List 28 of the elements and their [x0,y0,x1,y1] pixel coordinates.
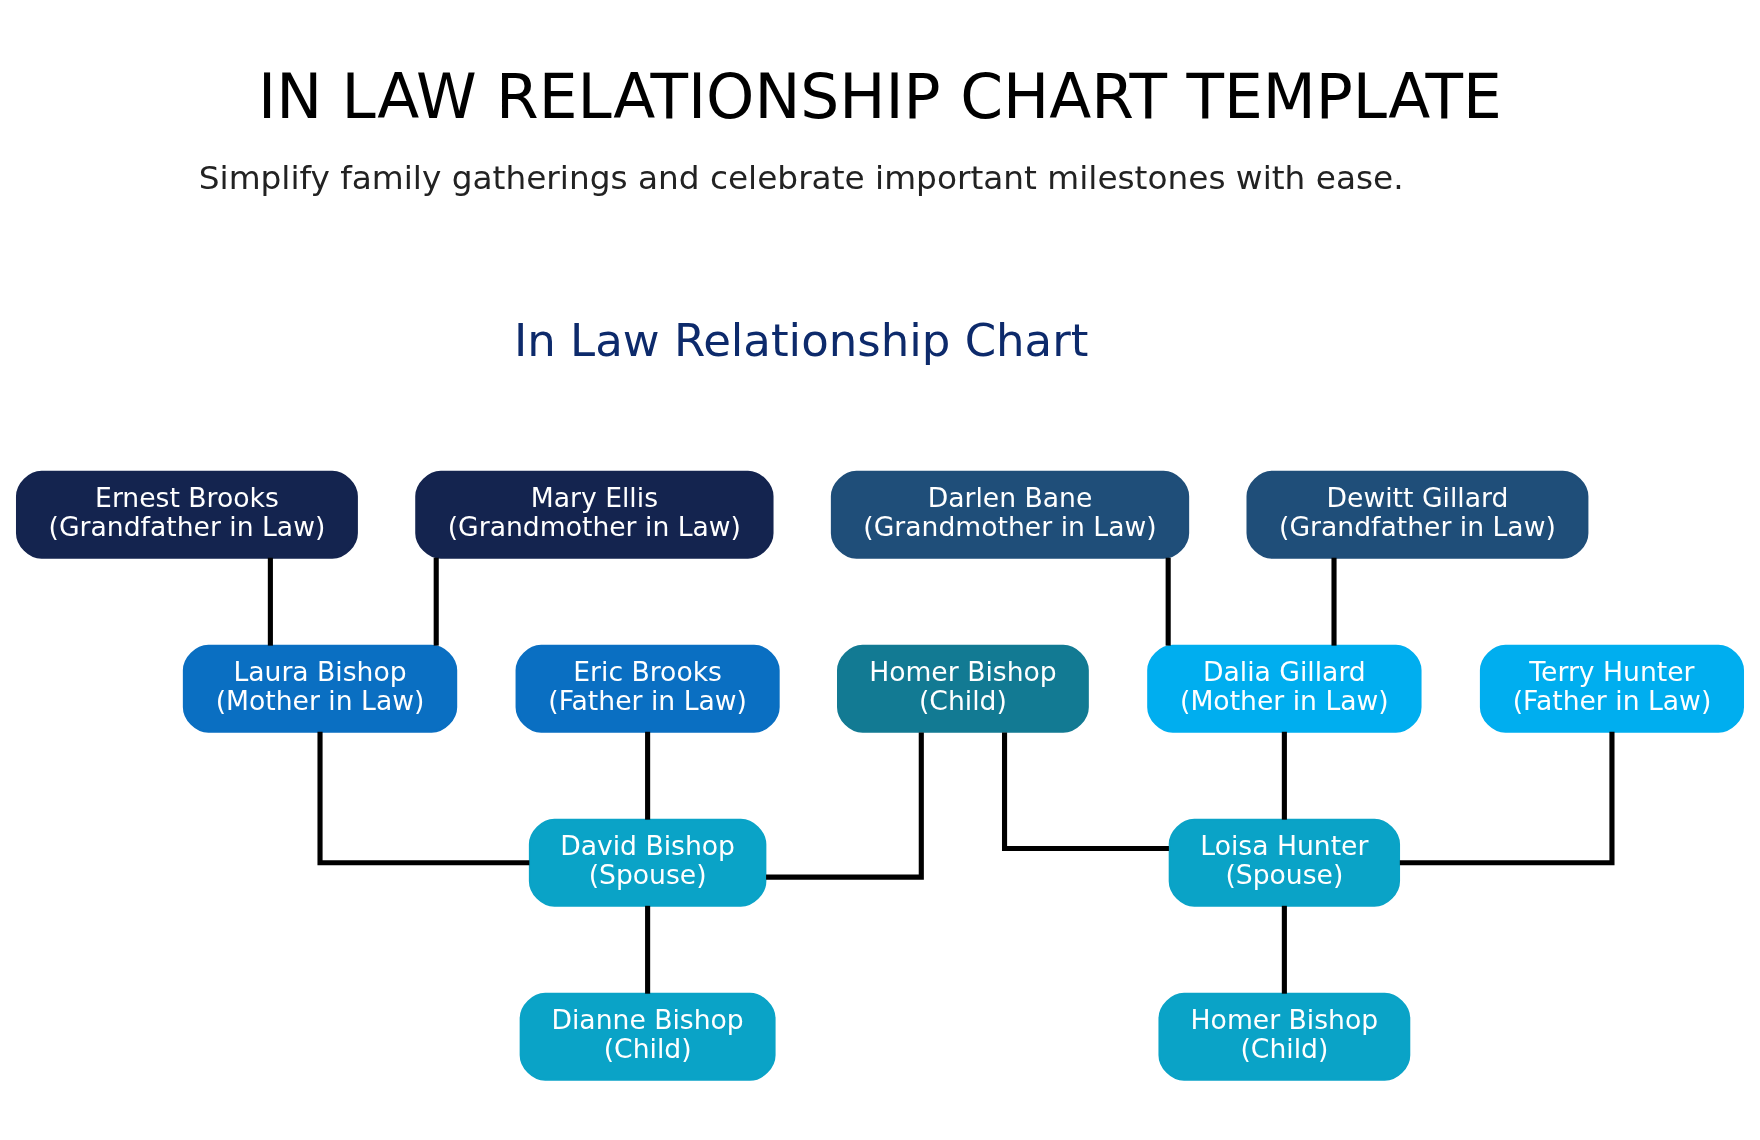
node-box: Homer Bishop (Child) [1158,992,1411,1081]
node-box: Dalia Gillard (Mother in Law) [1147,644,1422,733]
connector [645,905,651,994]
node-box: Loisa Hunter (Spouse) [1168,818,1401,907]
connector [267,557,273,646]
node-box: Mary Ellis (Grandmother in Law) [415,470,774,559]
node-box: Eric Brooks (Father in Law) [515,644,780,733]
node-box: Terry Hunter (Father in Law) [1479,644,1744,733]
connector [766,732,924,880]
connector [1165,557,1171,646]
label: In Law Relationship Chart [513,314,1089,368]
node-box: Homer Bishop (Child) [837,644,1089,733]
node-box: Laura Bishop (Mother in Law) [182,644,458,733]
connector [1399,731,1615,866]
connector [645,731,651,820]
diagram-title: IN LAW RELATIONSHIP CHART TEMPLATE [258,60,1502,132]
connector [1002,732,1169,851]
connector [433,557,439,646]
node-box: Darlen Bane (Grandmother in Law) [830,470,1190,559]
connector [1281,731,1287,820]
connector [317,731,530,866]
label: Simplify family gatherings and celebrate important milestones with ease. [198,158,1404,197]
node-box: David Bishop (Spouse) [528,818,767,907]
node-box: Dianne Bishop (Child) [519,992,776,1081]
connector [1281,905,1287,994]
node-box: Dewitt Gillard (Grandfather in Law) [1246,470,1589,559]
connector [1331,557,1337,646]
node-box: Ernest Brooks (Grandfather in Law) [16,470,358,559]
